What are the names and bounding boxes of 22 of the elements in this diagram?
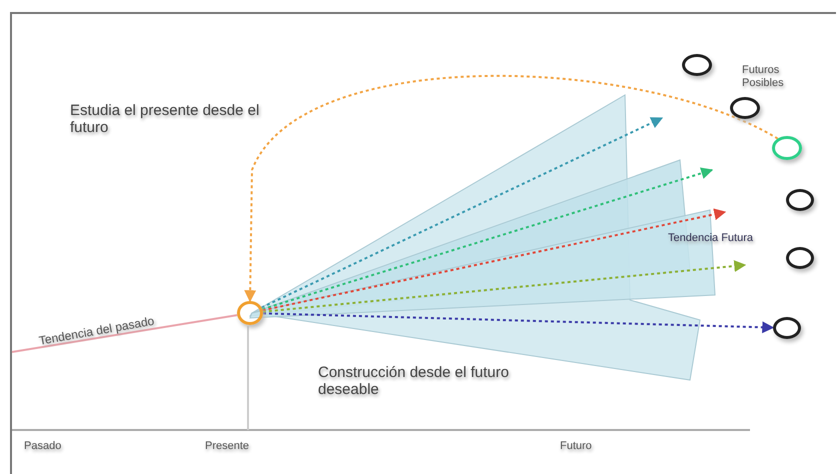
arrow bbox=[261, 117, 664, 308]
future-circle bbox=[786, 247, 814, 269]
arrow bbox=[244, 75, 778, 302]
note-text: Construcción desde el futuro deseable bbox=[318, 364, 510, 398]
arrow bbox=[262, 312, 774, 334]
future-circle bbox=[237, 301, 263, 325]
arrow bbox=[262, 167, 714, 310]
caption-text: Futuros Posibles bbox=[742, 64, 785, 90]
axis-label: Pasado bbox=[24, 440, 62, 453]
future-circle bbox=[772, 136, 802, 160]
caption-text: Tendencia Futura bbox=[668, 232, 753, 245]
future-circle bbox=[730, 97, 760, 119]
future-circle bbox=[786, 189, 814, 211]
arrow bbox=[262, 208, 726, 312]
trend-line bbox=[12, 314, 238, 353]
note-text: Estudia el presente desde el futuro bbox=[70, 102, 260, 136]
edge-label: Tendencia del pasado bbox=[38, 314, 156, 349]
axis-label: Futuro bbox=[560, 440, 592, 453]
future-circle bbox=[773, 317, 801, 339]
axis-label: Presente bbox=[205, 440, 250, 453]
arrow bbox=[262, 260, 746, 313]
future-circle bbox=[682, 54, 712, 76]
